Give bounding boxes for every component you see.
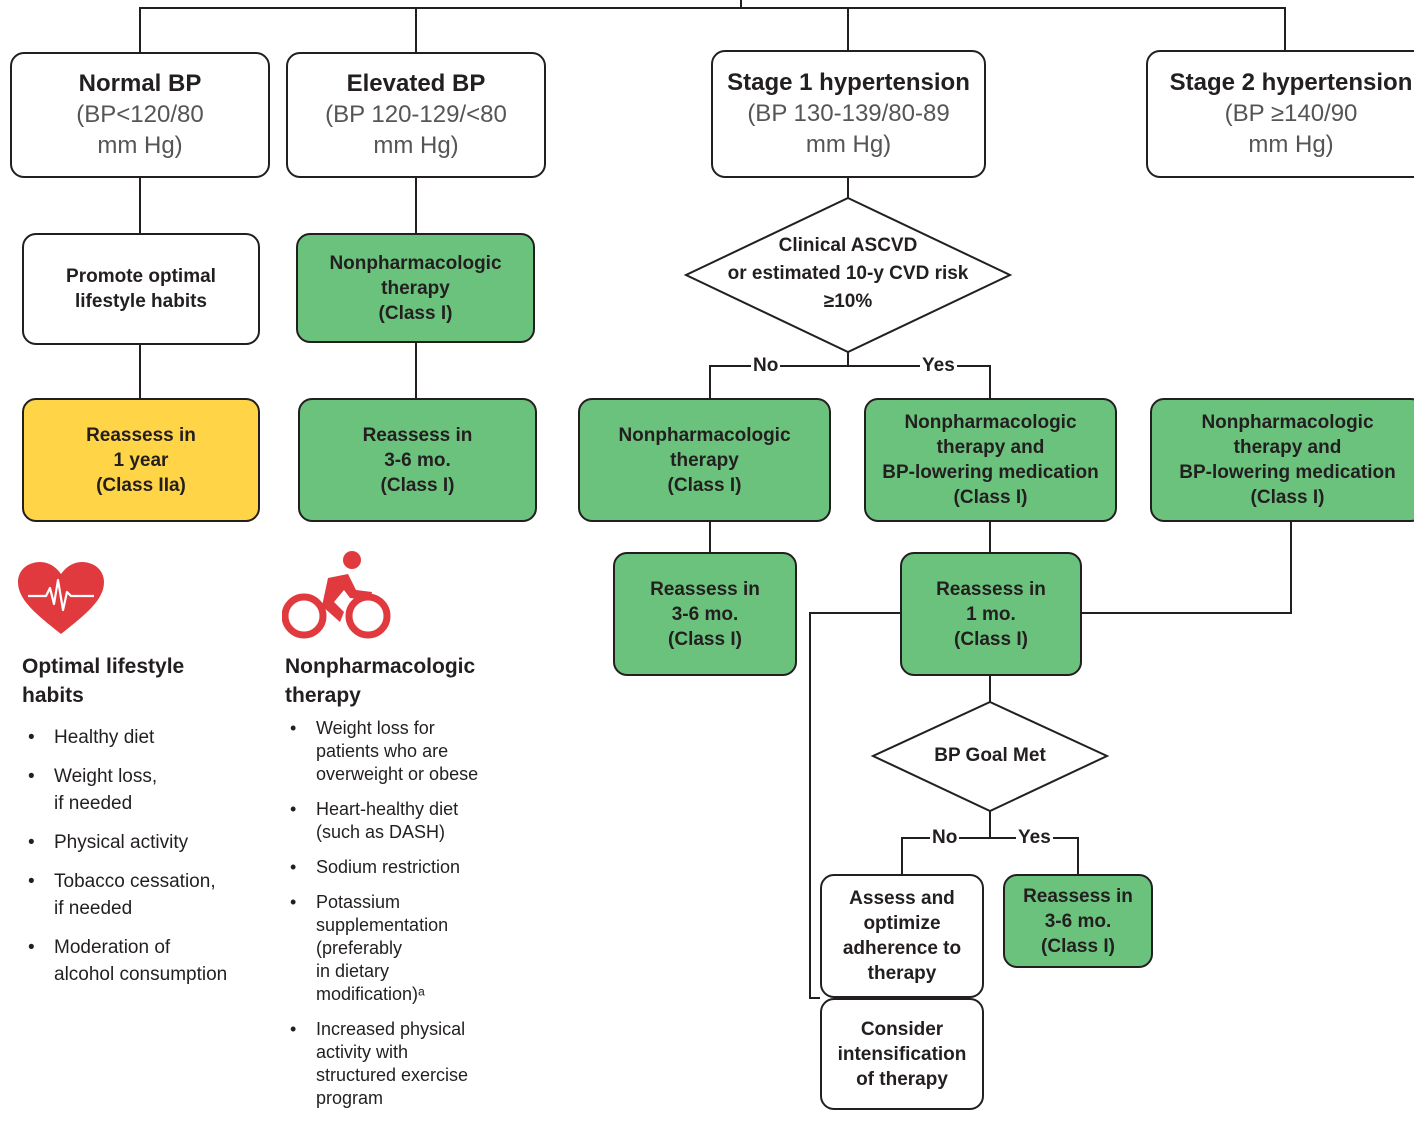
promote-lifestyle-box: Promote optimal lifestyle habits [22, 233, 260, 345]
elevated-bp-range: (BP 120-129/<80 mm Hg) [325, 101, 507, 159]
nonpharm-stage1-box: Nonpharmacologic therapy (Class I) [578, 398, 831, 522]
ascvd-yes-label: Yes [920, 355, 957, 377]
intensify-therapy-box: Consider intensification of therapy [820, 998, 984, 1110]
nonpharm-elevated-text: Nonpharmacologic therapy (Class I) [329, 252, 502, 324]
list-item: Physical activity [22, 829, 272, 856]
assess-adherence-text: Assess and optimize adherence to therapy [842, 888, 962, 984]
ascvd-no-label: No [751, 355, 781, 377]
goal-decision-diamond [870, 700, 1110, 813]
normal-bp-range: (BP<120/80 mm Hg) [76, 101, 204, 159]
reassess-goal-met-box: Reassess in 3-6 mo. (Class I) [1003, 874, 1153, 968]
list-item: Increased physical activity with structu… [284, 1018, 534, 1110]
stage1-hypertension-box: Stage 1 hypertension (BP 130-139/80-89 m… [711, 50, 986, 178]
reassess-stage1-text: Reassess in 3-6 mo. (Class I) [650, 578, 760, 650]
ascvd-decision-text: Clinical ASCVD or estimated 10-y CVD ris… [727, 235, 969, 312]
nonpharm-elevated-box: Nonpharmacologic therapy (Class I) [296, 233, 535, 343]
list-item: Healthy diet [22, 724, 272, 751]
nonpharm-med-stage2-box: Nonpharmacologic therapy and BP-lowering… [1150, 398, 1414, 522]
cyclist-icon [282, 551, 391, 639]
list-item: Weight loss for patients who are overwei… [284, 717, 534, 786]
goal-no-label: No [930, 827, 960, 849]
list-item: Potassium supplementation (preferably in… [284, 891, 534, 1006]
nonpharm-stage1-text: Nonpharmacologic therapy (Class I) [618, 424, 791, 496]
list-item: Heart-healthy diet (such as DASH) [284, 798, 534, 844]
reassess-elevated-box: Reassess in 3-6 mo. (Class I) [298, 398, 537, 522]
reassess-elevated-text: Reassess in 3-6 mo. (Class I) [362, 424, 473, 496]
elevated-bp-title: Elevated BP [346, 70, 486, 97]
heart-ecg-icon [18, 562, 104, 634]
goal-decision-text: BP Goal Met [934, 745, 1046, 766]
nonpharm-med-stage1-box: Nonpharmacologic therapy and BP-lowering… [864, 398, 1117, 522]
lifestyle-title: Optimal lifestyle habits [22, 655, 185, 707]
list-item: Moderation of alcohol consumption [22, 934, 272, 988]
ascvd-decision-diamond [683, 196, 1013, 354]
reassess-stage1-box: Reassess in 3-6 mo. (Class I) [613, 552, 797, 676]
intensify-therapy-text: Consider intensification of therapy [837, 1018, 967, 1090]
stage2-range: (BP ≥140/90 mm Hg) [1224, 100, 1358, 158]
nonpharm-title: Nonpharmacologic therapy [285, 655, 476, 707]
stage1-title: Stage 1 hypertension [727, 69, 970, 96]
normal-bp-title: Normal BP [78, 70, 202, 97]
stage2-title: Stage 2 hypertension [1169, 69, 1413, 96]
reassess-1-year-box: Reassess in 1 year (Class IIa) [22, 398, 260, 522]
reassess-1-month-text: Reassess in 1 mo. (Class I) [936, 578, 1046, 650]
assess-adherence-box: Assess and optimize adherence to therapy [820, 874, 984, 998]
reassess-1-month-box: Reassess in 1 mo. (Class I) [900, 552, 1082, 676]
stage1-range: (BP 130-139/80-89 mm Hg) [747, 100, 950, 158]
reassess-goal-met-text: Reassess in 3-6 mo. (Class I) [1023, 885, 1133, 957]
list-item: Sodium restriction [284, 856, 534, 879]
list-item: Tobacco cessation, if needed [22, 868, 272, 922]
promote-lifestyle-text: Promote optimal lifestyle habits [66, 266, 216, 312]
nonpharm-med-stage1-text: Nonpharmacologic therapy and BP-lowering… [882, 412, 1099, 508]
list-item: Weight loss, if needed [22, 763, 272, 817]
goal-yes-label: Yes [1016, 827, 1053, 849]
reassess-1-year-text: Reassess in 1 year (Class IIa) [86, 424, 196, 496]
normal-bp-box: Normal BP (BP<120/80 mm Hg) [10, 52, 270, 178]
lifestyle-list: Healthy diet Weight loss, if needed Phys… [22, 724, 272, 1000]
stage2-hypertension-box: Stage 2 hypertension (BP ≥140/90 mm Hg) [1146, 50, 1414, 178]
nonpharm-list: Weight loss for patients who are overwei… [284, 717, 534, 1122]
nonpharm-med-stage2-text: Nonpharmacologic therapy and BP-lowering… [1179, 412, 1396, 508]
elevated-bp-box: Elevated BP (BP 120-129/<80 mm Hg) [286, 52, 546, 178]
